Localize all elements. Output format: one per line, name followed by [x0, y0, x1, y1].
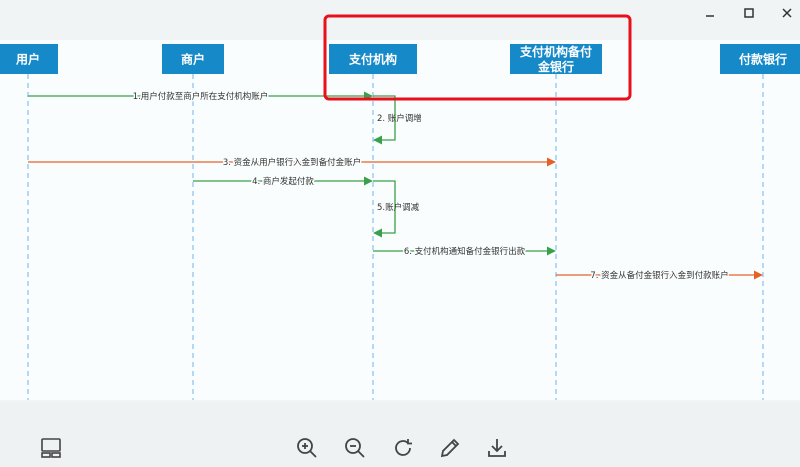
maximize-icon[interactable] [735, 3, 763, 23]
refresh-icon[interactable] [389, 434, 417, 462]
pencil-icon[interactable] [436, 434, 464, 462]
layout-icon[interactable] [37, 434, 65, 462]
actor-box-payment_org [329, 44, 417, 74]
zoom-out-icon[interactable] [341, 434, 369, 462]
actor-label-payer_bank: 付款银行 [739, 52, 787, 67]
highlight-box [323, 14, 632, 101]
actor-box-user [0, 44, 58, 74]
title-bar [0, 0, 800, 32]
download-icon[interactable] [483, 434, 511, 462]
toolbar [0, 403, 800, 467]
actor-label-payment_org: 支付机构 [348, 52, 397, 67]
message-line-2 [373, 95, 396, 145]
actor-box-payer_bank [720, 44, 800, 74]
actor-box-reserve_bank [510, 44, 602, 74]
close-icon[interactable] [773, 3, 800, 23]
message-label-7: 7. 资金从备付金银行入金到付款账户 [590, 270, 728, 281]
message-label-5: 5.账户调减 [377, 202, 420, 213]
actor-label-reserve_bank: 金银行 [537, 59, 574, 74]
message-label-1: 1.用户付款至商户所在支付机构账户 [133, 91, 269, 102]
message-label-2: 2. 账户调增 [377, 113, 422, 124]
actor-label-user: 用户 [15, 52, 40, 67]
zoom-in-icon[interactable] [293, 434, 321, 462]
message-label-6: 6. 支付机构通知备付金银行出款 [404, 246, 526, 257]
actor-label-reserve_bank: 支付机构备付 [519, 44, 592, 59]
message-label-4: 4. 商户发起付款 [252, 176, 314, 187]
minimize-icon[interactable] [696, 3, 724, 23]
message-label-3: 3. 资金从用户银行入金到备付金账户 [223, 157, 361, 168]
actor-box-merchant [162, 44, 224, 74]
message-line-5 [373, 180, 396, 238]
actor-label-merchant: 商户 [181, 52, 205, 67]
